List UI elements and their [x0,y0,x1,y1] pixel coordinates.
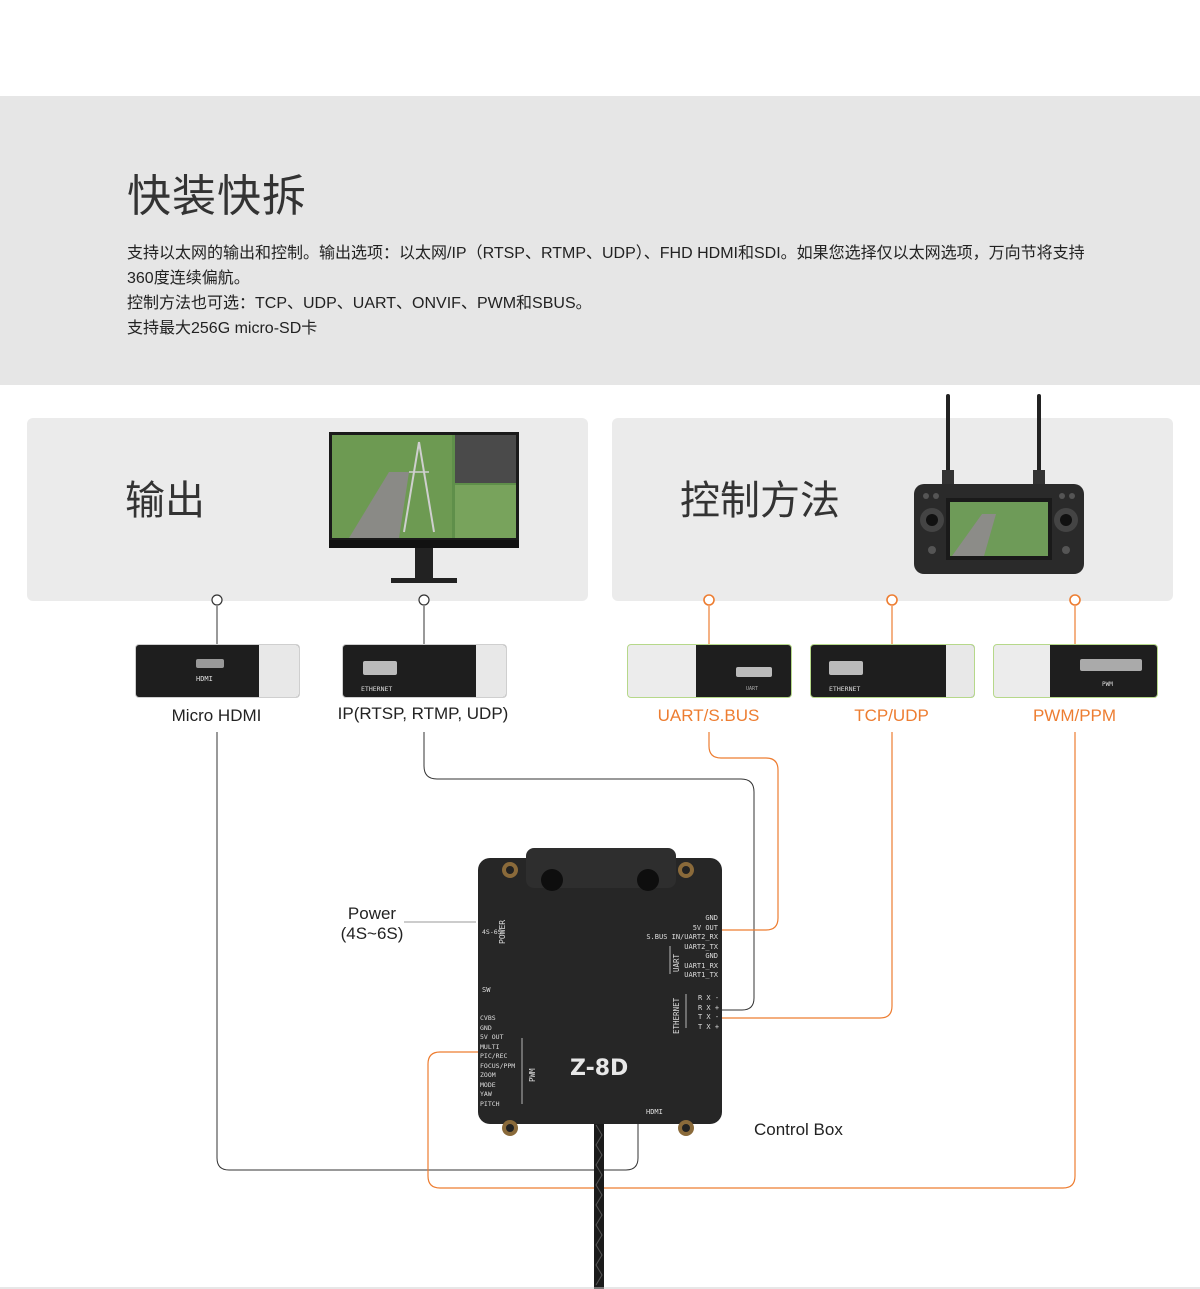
ethernet-pin: T X + [698,1022,720,1031]
uart-pin: S.BUS IN/UART2_RX [646,933,718,941]
sw-text: SW [482,986,491,994]
monitor-image [329,432,519,583]
ethernet-pin-list: R X - R X + T X - T X + [698,994,719,1032]
port-label-ip: IP(RTSP, RTMP, UDP) [337,704,509,723]
port-chip-label: UART [746,686,759,692]
ethernet-pin: R X + [698,1003,720,1012]
port-label-tcp: TCP/UDP [854,706,929,725]
pwm-pin: MULTI [480,1042,500,1051]
port-chip-label: HDMI [196,675,213,683]
port-thumb-ip: ETHERNET [342,644,507,698]
uart-title: UART [672,953,681,972]
uart-pin: UART1_TX [684,971,718,979]
pwm-pin: PITCH [480,1099,500,1108]
port-label-pwm: PWM/PPM [1032,706,1117,725]
power-port-text: POWER [498,919,507,944]
pwm-pin: FOCUS/PPM [480,1061,516,1070]
port-label-uart: UART/S.BUS [657,706,760,725]
power-label-line: (4S~6S) [340,924,404,943]
description-line: 支持最大256G micro-SD卡 [127,320,318,337]
description-line: 控制方法也可选：TCP、UDP、UART、ONVIF、PWM和SBUS。 [127,295,592,312]
port-thumb-pwm: PWM [993,644,1158,698]
ethernet-title: ETHERNET [672,997,681,1034]
ethernet-pin: T X - [698,1013,720,1021]
power-label: Power (4S~6S) [330,904,414,944]
port-thumb-hdmi: HDMI [135,644,300,698]
pwm-pin-list: CVBS GND 5V OUT MULTI PIC/REC FOCUS/PPM … [480,1014,515,1109]
description-line: 支持以太网的输出和控制。输出选项：以太网/IP（RTSP、RTMP、UDP）、F… [127,245,1085,262]
pwm-title: PWM [528,1068,537,1082]
output-panel: 输出 [27,418,588,601]
page-title: 快装快拆 [127,172,307,221]
uart-pin: GND [705,952,718,960]
pwm-pin: ZOOM [480,1071,496,1079]
pwm-pin: PIC/REC [480,1052,508,1060]
uart-pin: UART2_TX [684,942,718,951]
uart-pin: GND [705,914,718,922]
power-voltage-text: 4S-6S [482,928,502,936]
port-thumb-uart: UART [627,644,792,698]
ethernet-pin: R X - [698,994,720,1002]
port-chip-label: PWM [1102,681,1113,688]
control-box-device: 4S-6S POWER SW HDMI GND 5V OUT S.BUS IN/… [474,848,726,1136]
description-line: 360度连续偏航。 [127,270,250,287]
pwm-pin: YAW [480,1090,492,1098]
port-label-hdmi: Micro HDMI [171,706,262,725]
uart-pin: 5V OUT [692,923,718,932]
output-panel-title: 输出 [125,479,205,523]
control-box-label: Control Box [754,1120,843,1139]
power-label-line: Power [347,904,397,923]
pwm-pin: GND [480,1023,492,1032]
port-thumb-tcp: ETHERNET [810,644,975,698]
hdmi-port-text: HDMI [646,1108,663,1116]
description: 支持以太网的输出和控制。输出选项：以太网/IP（RTSP、RTMP、UDP）、F… [127,241,1087,341]
port-chip-label: ETHERNET [829,685,861,693]
control-panel-title: 控制方法 [680,479,840,523]
pwm-pin: CVBS [480,1014,496,1022]
header-band [0,96,1200,385]
remote-controller-image [914,394,1084,574]
pwm-pin: 5V OUT [480,1033,504,1041]
device-model-text: Z-8D [570,1056,629,1081]
uart-pin: UART1_RX [684,961,718,970]
port-chip-label: ETHERNET [361,685,393,693]
uart-pin-list: GND 5V OUT S.BUS IN/UART2_RX UART2_TX GN… [646,914,718,981]
pwm-pin: MODE [480,1080,496,1089]
